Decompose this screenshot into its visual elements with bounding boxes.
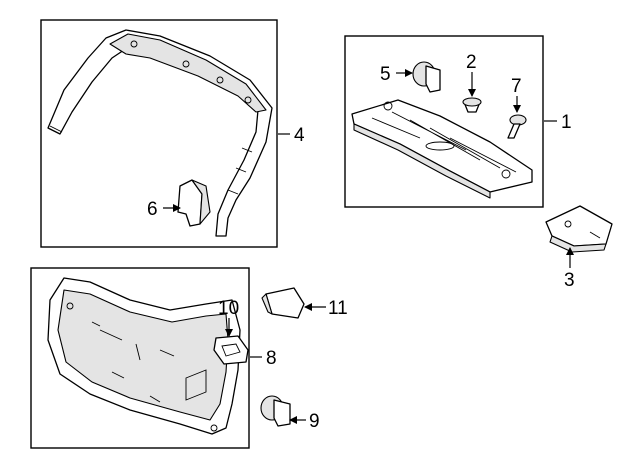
group-box-8	[30, 267, 250, 449]
part-1-trim-panel[interactable]	[351, 99, 533, 199]
part-4-frame-garnish[interactable]	[47, 29, 273, 237]
group-box-1	[344, 35, 544, 208]
part-5-grommet[interactable]	[412, 61, 441, 93]
callout-8: 8	[266, 348, 277, 369]
part-8-lower-trim-panel[interactable]	[47, 277, 241, 435]
callout-9: 9	[309, 411, 320, 432]
callout-4: 4	[294, 125, 305, 146]
callout-11: 11	[328, 298, 348, 319]
callout-3: 3	[564, 270, 575, 291]
callout-10: 10	[218, 298, 239, 319]
part-10-bezel[interactable]	[213, 335, 249, 365]
part-2-push-clip[interactable]	[462, 97, 482, 113]
part-3-bracket[interactable]	[545, 205, 613, 253]
callout-2: 2	[466, 52, 477, 73]
callout-1: 1	[561, 112, 572, 133]
part-7-screw[interactable]	[507, 114, 527, 139]
callout-6: 6	[147, 199, 158, 220]
part-6-clip[interactable]	[177, 179, 211, 227]
callout-7: 7	[511, 76, 522, 97]
callout-5: 5	[380, 64, 391, 85]
part-9-grommet[interactable]	[260, 395, 291, 427]
part-11-handle-cover[interactable]	[261, 287, 305, 319]
group-box-4	[40, 19, 278, 248]
